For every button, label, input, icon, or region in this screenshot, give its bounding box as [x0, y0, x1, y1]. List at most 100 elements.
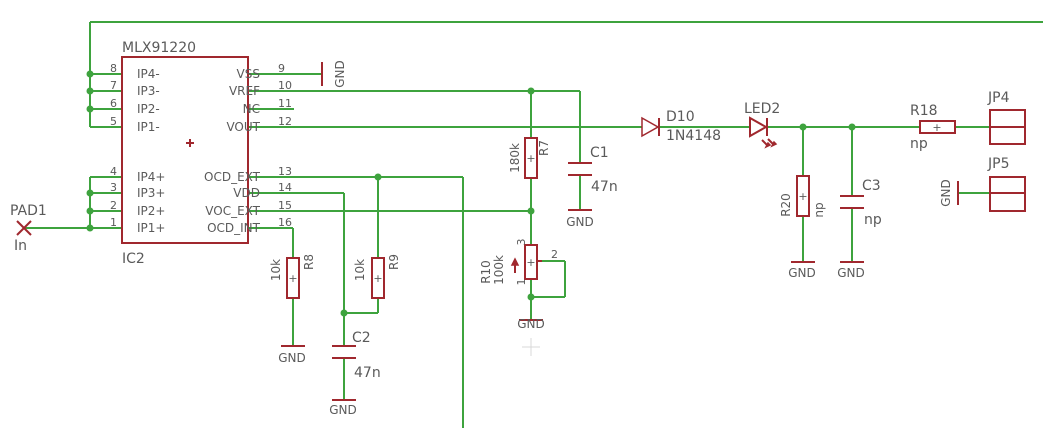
ic2-pin-name: NC [243, 102, 260, 116]
ic2-pin-num: 7 [110, 79, 117, 92]
pad1-value: In [14, 238, 27, 254]
ic2-body [121, 56, 249, 244]
ic2-pin-name: OCD_INT [207, 221, 261, 235]
gnd-label: GND [788, 266, 816, 280]
junction-dot [86, 207, 94, 215]
r18-resistor[interactable]: + R18 np [910, 103, 956, 152]
ic2-pin-num: 14 [278, 181, 292, 194]
junction-dot [374, 173, 382, 181]
d10-diode[interactable]: D10 1N4148 [641, 109, 721, 144]
gnd-pin9: GND [321, 60, 347, 88]
r9-value: 10k [353, 259, 367, 281]
gnd-r8: GND [278, 345, 306, 365]
r20-resistor[interactable]: + R20 np [779, 175, 826, 218]
jp4-ref: JP4 [987, 90, 1010, 106]
gnd-label: GND [329, 403, 357, 417]
gnd-label: GND [939, 179, 953, 207]
ic2-pin-num: 1 [110, 216, 117, 229]
c3-value: np [864, 212, 882, 228]
r9-resistor[interactable]: + 10k R9 [353, 254, 401, 299]
r10-ref: R10 [479, 260, 493, 284]
ic2-symbol[interactable]: MLX91220 IC2 8 7 6 5 4 3 2 1 IP4- IP3- I… [110, 40, 292, 267]
ic2-pin-name: VOC_EXT [205, 204, 260, 218]
ic2-pin-num: 15 [278, 199, 292, 212]
ic2-pin-num: 2 [110, 199, 117, 212]
r18-body [919, 120, 956, 134]
ic2-pin-name: IP2+ [137, 204, 165, 218]
d10-ref: D10 [666, 109, 695, 125]
r8-ref: R8 [302, 254, 316, 270]
arrow-up-icon [510, 257, 520, 266]
r10-pin-num: 3 [515, 239, 528, 246]
ic2-pin-name: VSS [237, 67, 260, 81]
c1-capacitor[interactable]: C1 47n [568, 145, 618, 195]
plus-icon: + [932, 121, 941, 134]
ic2-pin-num: 11 [278, 97, 292, 110]
junction-dot [86, 224, 94, 232]
r20-body [796, 175, 810, 217]
ic2-pin-num: 8 [110, 62, 117, 75]
ic2-pin-name: OCD_EXT [204, 170, 261, 184]
gnd-c3: GND [837, 261, 865, 280]
plus-icon: + [288, 272, 297, 285]
ic2-pin-num: 9 [278, 62, 285, 75]
junction-dot [340, 309, 348, 317]
r20-value: np [812, 202, 826, 217]
r10-pin-num: 1 [515, 279, 528, 286]
pad1-ref: PAD1 [10, 203, 47, 219]
ic2-pin-num: 6 [110, 97, 117, 110]
ic2-pin-name: IP1- [137, 120, 160, 134]
junction-dot [527, 293, 535, 301]
junction-dot [527, 207, 535, 215]
gnd-r10: GND [517, 317, 545, 356]
led2-ref: LED2 [744, 101, 780, 117]
jp5-connector[interactable]: JP5 [987, 156, 1026, 212]
ic2-pin-name: IP1+ [137, 221, 165, 235]
plus-icon: + [526, 152, 535, 165]
jp4-connector[interactable]: JP4 [987, 90, 1026, 145]
r7-ref: R7 [537, 140, 551, 156]
r9-body [371, 257, 385, 299]
c2-ref: C2 [352, 330, 371, 346]
ic2-pin-num: 13 [278, 165, 292, 178]
ic2-ref: IC2 [122, 251, 145, 267]
junction-dot [86, 105, 94, 113]
wires [24, 21, 1043, 428]
ic2-pin-name: IP3+ [137, 186, 165, 200]
ic2-pin-num: 5 [110, 115, 117, 128]
r10-pin-num: 2 [551, 248, 558, 261]
c1-value: 47n [591, 179, 618, 195]
ic2-pin-name: IP4+ [137, 170, 165, 184]
gnd-label: GND [566, 215, 594, 229]
plus-icon: + [798, 190, 807, 203]
r18-ref: R18 [910, 103, 938, 119]
r8-resistor[interactable]: + 10k R8 [269, 254, 316, 299]
gnd-jp5: GND [939, 179, 959, 207]
c3-capacitor[interactable]: C3 np [840, 178, 882, 228]
pad1-symbol[interactable]: PAD1 In [10, 203, 47, 254]
r20-ref: R20 [779, 193, 793, 217]
d10-triangle [641, 116, 660, 138]
r10-potentiometer[interactable]: + R10 100k 1 2 3 [479, 239, 558, 286]
gnd-c2: GND [329, 399, 357, 417]
junction-dot [86, 189, 94, 197]
pad1-cross [16, 220, 32, 236]
r7-body [524, 137, 538, 179]
gnd-label: GND [278, 351, 306, 365]
r18-value: np [910, 136, 928, 152]
plus-icon: + [526, 256, 535, 269]
junctions [86, 70, 856, 317]
ic2-pin-num: 12 [278, 115, 292, 128]
gnd-r20: GND [788, 261, 816, 280]
c2-value: 47n [354, 365, 381, 381]
led2-diode[interactable]: LED2 [744, 101, 780, 149]
gnd-label: GND [517, 317, 545, 331]
led-light-icon [770, 140, 778, 148]
r7-resistor[interactable]: + 180k R7 [508, 137, 551, 179]
ic2-pin-num: 3 [110, 181, 117, 194]
d10-value: 1N4148 [666, 128, 721, 144]
c2-capacitor[interactable]: C2 47n [332, 330, 381, 381]
gnd-label: GND [837, 266, 865, 280]
ic2-pin-name: IP4- [137, 67, 160, 81]
